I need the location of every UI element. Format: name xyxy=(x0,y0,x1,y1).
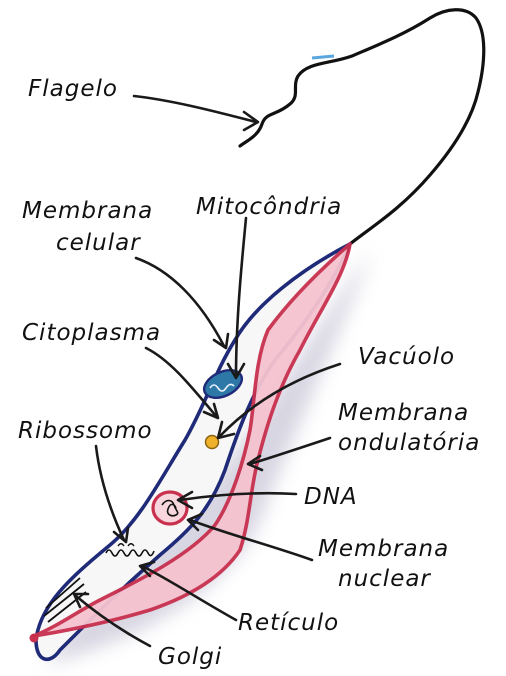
label-reticulo: Retículo xyxy=(238,610,339,636)
label-membrana-ondulatoria-2: ondulatória xyxy=(338,430,480,456)
label-citoplasma: Citoplasma xyxy=(22,320,161,346)
label-membrana-nuclear-2: nuclear xyxy=(338,566,431,592)
vacuole xyxy=(206,436,219,449)
label-ribossomo: Ribossomo xyxy=(18,418,153,444)
label-mitocondria: Mitocôndria xyxy=(196,194,342,220)
label-membrana-nuclear-1: Membrana xyxy=(318,536,449,562)
label-dna: DNA xyxy=(304,484,358,510)
arrow-flagelo xyxy=(134,96,256,122)
flagellum-tip xyxy=(312,56,334,58)
kinetoplast xyxy=(30,634,39,643)
arrow-ribossomo xyxy=(96,446,124,540)
label-vacuolo: Vacúolo xyxy=(358,344,455,370)
label-flagelo: Flagelo xyxy=(28,76,118,102)
label-membrana-celular-2: celular xyxy=(56,230,141,256)
label-membrana-celular-1: Membrana xyxy=(22,198,153,224)
label-membrana-ondulatoria-1: Membrana xyxy=(338,400,469,426)
label-golgi: Golgi xyxy=(158,644,222,670)
